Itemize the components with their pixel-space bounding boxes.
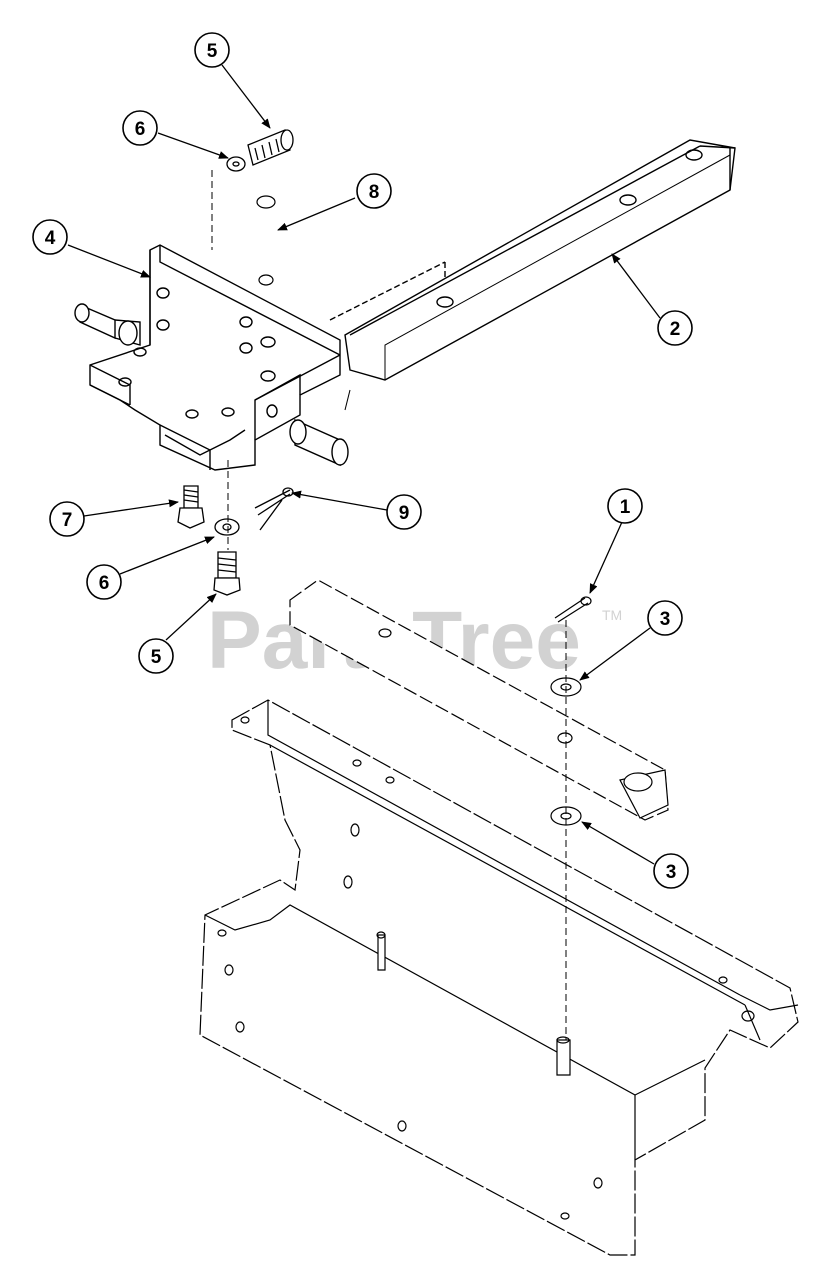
lower-frame-part: [199, 699, 799, 1256]
callout-6-bottom[interactable]: 6: [86, 564, 122, 600]
callout-3-bottom[interactable]: 3: [653, 853, 689, 889]
callout-6-top[interactable]: 6: [122, 110, 158, 146]
callout-5-top[interactable]: 5: [194, 32, 230, 68]
link-bar-part: [289, 579, 669, 821]
callout-1[interactable]: 1: [607, 488, 643, 524]
callout-label: 1: [620, 497, 631, 518]
hitch-bracket-part: [74, 244, 351, 471]
callout-5-bottom[interactable]: 5: [138, 638, 174, 674]
callout-label: 9: [399, 503, 410, 524]
hardware-top: [226, 129, 294, 172]
callout-7[interactable]: 7: [49, 501, 85, 537]
callout-label: 5: [207, 41, 218, 62]
callout-label: 3: [660, 609, 671, 630]
watermark-trademark: TM: [602, 607, 622, 623]
hardware-bottom: [177, 485, 294, 596]
assembly-centerlines: [211, 170, 567, 1040]
leader-lines: [67, 64, 661, 865]
callout-label: 6: [99, 573, 110, 594]
callout-3-top[interactable]: 3: [647, 600, 683, 636]
callout-4[interactable]: 4: [32, 219, 68, 255]
callout-label: 7: [62, 510, 73, 531]
callout-9[interactable]: 9: [386, 494, 422, 530]
callout-label: 3: [666, 862, 677, 883]
callout-label: 6: [135, 119, 146, 140]
callout-label: 2: [670, 319, 681, 340]
callout-label: 8: [369, 182, 380, 203]
drawbar-part: [329, 139, 736, 381]
plate-part: [256, 195, 276, 286]
callout-2[interactable]: 2: [657, 310, 693, 346]
callout-label: 5: [151, 647, 162, 668]
callout-8[interactable]: 8: [356, 173, 392, 209]
callout-label: 4: [45, 228, 56, 249]
